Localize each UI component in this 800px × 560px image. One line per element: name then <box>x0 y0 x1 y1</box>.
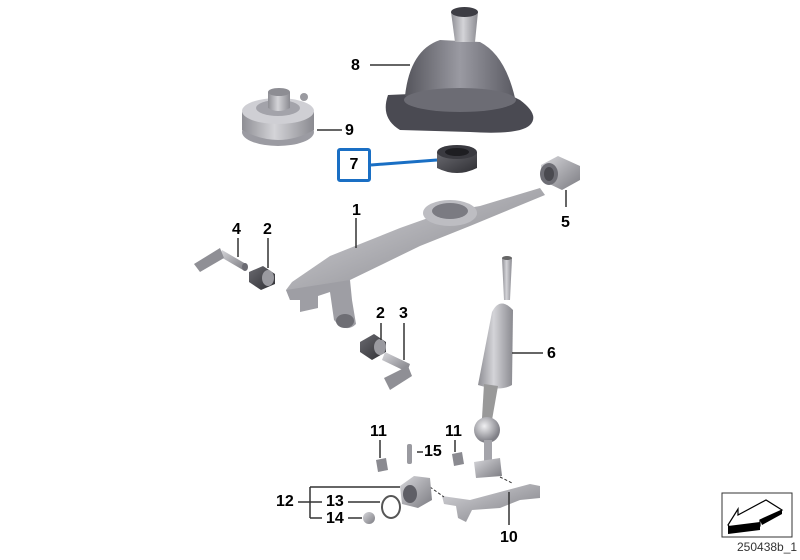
part-2-bushing-right <box>360 334 386 360</box>
callout-11-left: 11 <box>370 423 387 440</box>
callout-6: 6 <box>547 345 556 362</box>
callout-7: 7 <box>349 156 359 173</box>
callout-4: 4 <box>232 221 241 238</box>
part-3-pin <box>382 352 412 390</box>
leader-lines <box>237 64 567 525</box>
diagram-reference-code: 250438b_1 <box>737 540 798 554</box>
part-13-o-ring <box>381 495 401 519</box>
callout-2-left: 2 <box>263 221 272 238</box>
callout-8: 8 <box>351 57 360 74</box>
part-4-pin <box>194 248 248 272</box>
callout-15: 15 <box>424 443 442 460</box>
part-5-bushing-sleeve <box>540 156 580 190</box>
part-10-selector-rod <box>429 476 540 522</box>
callout-12: 12 <box>276 493 294 510</box>
part-1-carrier-bracket <box>286 188 545 329</box>
part-11-clip-right <box>452 452 464 466</box>
callout-5: 5 <box>561 214 570 231</box>
callout-1: 1 <box>352 202 361 219</box>
part-6-shift-lever <box>474 256 513 478</box>
callout-2-right: 2 <box>376 305 385 322</box>
part-14-plug <box>363 512 375 524</box>
part-12-joint <box>400 476 432 508</box>
part-2-bushing-left <box>249 266 275 290</box>
view-direction-arrow-icon <box>721 492 793 538</box>
callout-3: 3 <box>399 305 408 322</box>
part-7-bearing-cup <box>437 145 477 173</box>
part-8-shift-boot <box>385 7 534 133</box>
part-11-clip-left <box>376 458 388 472</box>
callout-7-highlight[interactable]: 7 <box>337 148 371 182</box>
callout-14: 14 <box>326 510 344 527</box>
part-9-bearing-housing <box>242 88 314 146</box>
callout-9: 9 <box>345 122 354 139</box>
callout-11-right: 11 <box>445 423 462 440</box>
part-15-dowel-pin <box>407 444 412 464</box>
callout-13: 13 <box>326 493 344 510</box>
leader-7-highlight <box>370 158 438 167</box>
callout-10: 10 <box>500 529 518 546</box>
